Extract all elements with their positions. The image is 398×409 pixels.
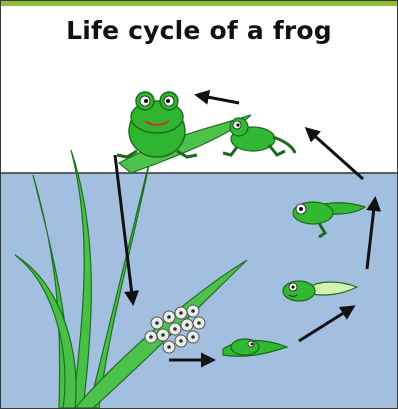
arrow-young-to-adult — [197, 95, 239, 103]
diagram-title: Life cycle of a frog — [66, 16, 332, 45]
young-frog — [223, 118, 295, 155]
arrow-froglet-to-young — [307, 129, 363, 179]
life-cycle-scene — [1, 55, 397, 408]
title-bar: Life cycle of a frog — [1, 1, 397, 55]
